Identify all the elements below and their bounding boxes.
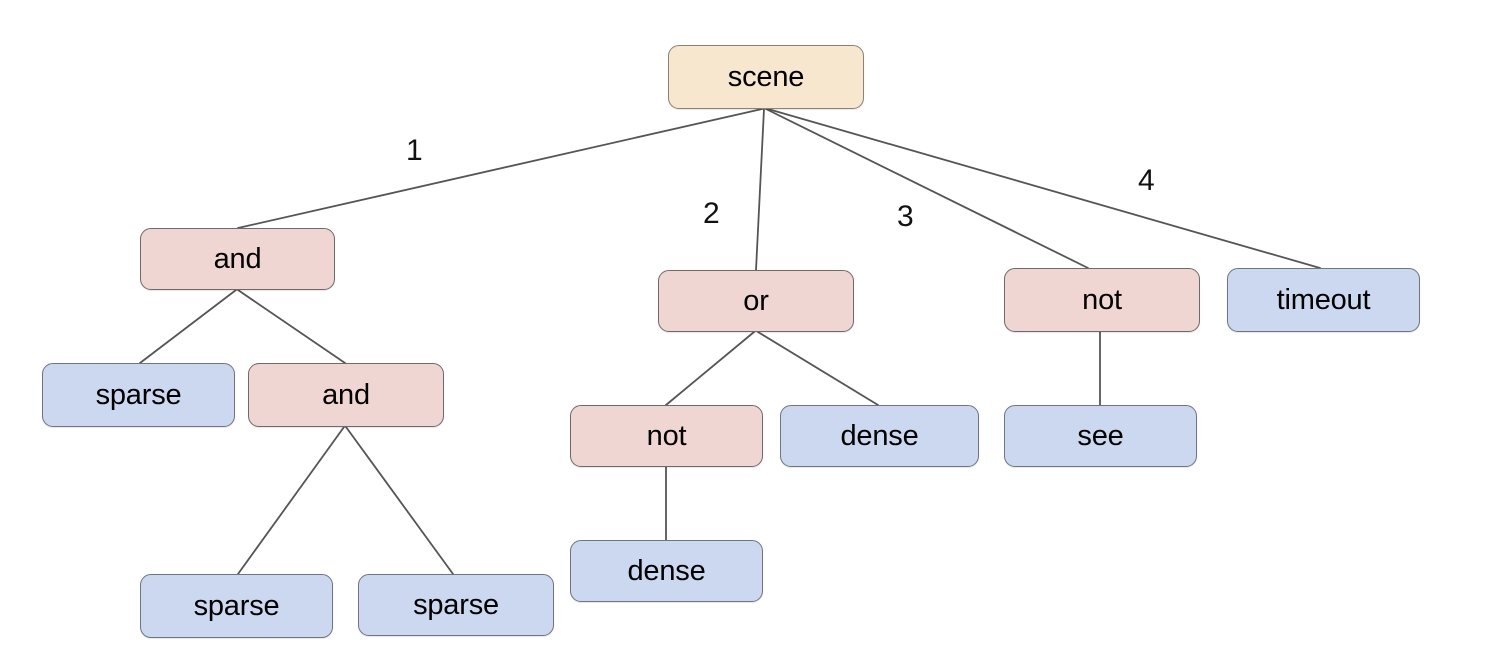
tree-edge-scene-to-not1	[765, 108, 1089, 269]
tree-node-not1[interactable]: not	[1004, 268, 1200, 332]
edge-label-3: 3	[897, 200, 914, 233]
tree-edge-and1-to-and2	[237, 289, 346, 364]
tree-node-sparse1[interactable]: sparse	[42, 363, 235, 427]
tree-node-and2[interactable]: and	[248, 363, 444, 427]
tree-node-or1[interactable]: or	[658, 270, 854, 332]
tree-edge-and1-to-sparse1	[139, 289, 237, 364]
tree-node-not2[interactable]: not	[570, 405, 763, 467]
tree-edge-and2-to-sparse3	[345, 426, 454, 575]
tree-edge-or1-to-dense1	[757, 331, 879, 406]
tree-node-scene[interactable]: scene	[668, 45, 864, 109]
tree-node-timeout[interactable]: timeout	[1227, 268, 1420, 332]
edge-label-2: 2	[703, 197, 720, 230]
tree-edge-scene-to-or1	[755, 108, 765, 271]
tree-node-sparse3[interactable]: sparse	[358, 574, 554, 636]
tree-node-see[interactable]: see	[1004, 405, 1197, 467]
edge-label-1: 1	[406, 134, 423, 167]
edge-label-4: 4	[1138, 164, 1155, 197]
tree-edge-scene-to-timeout	[767, 108, 1321, 269]
tree-node-sparse2[interactable]: sparse	[140, 574, 333, 638]
tree-edge-or1-to-not2	[665, 331, 755, 406]
tree-edge-and2-to-sparse2	[237, 426, 345, 575]
tree-edge-scene-to-and1	[237, 108, 763, 229]
tree-node-dense2[interactable]: dense	[570, 540, 763, 602]
tree-node-dense1[interactable]: dense	[780, 405, 979, 467]
tree-node-and1[interactable]: and	[140, 228, 335, 290]
